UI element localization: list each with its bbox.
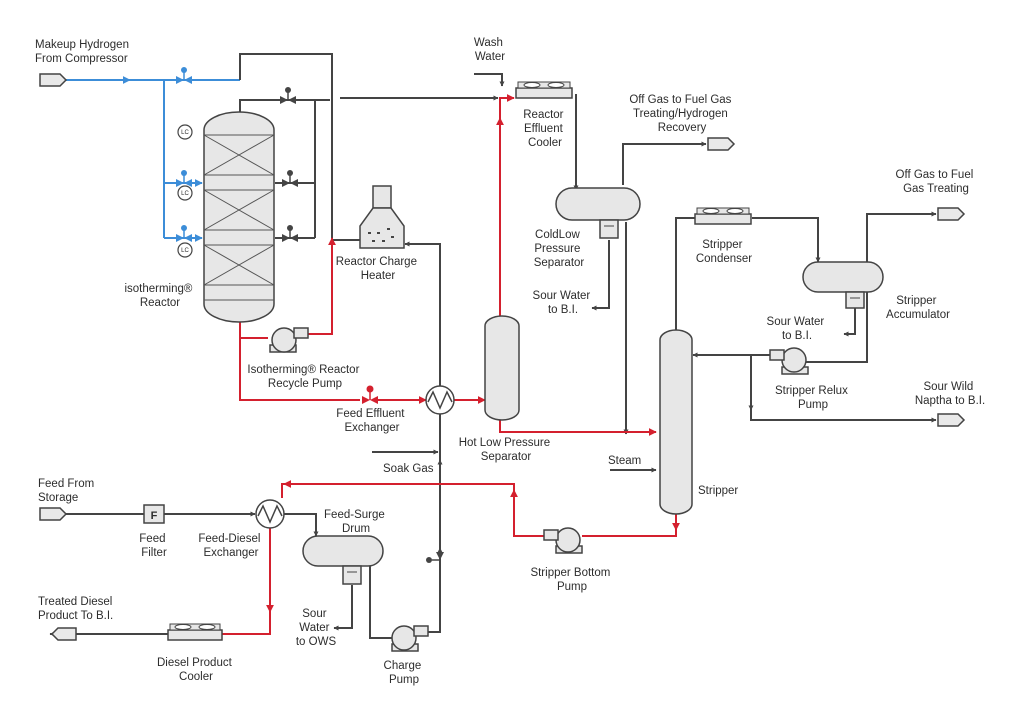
svg-text:LC: LC: [181, 248, 189, 254]
diesel-product-cooler: [167, 623, 223, 641]
off-gas-hydrogen-outlet: [707, 137, 736, 151]
label-isotherming-reactor: isotherming® Reactor: [124, 283, 195, 309]
isotherming-recycle-pump: [269, 327, 309, 353]
label-sour-wild-naptha: Sour Wild Naptha to B.I.: [915, 381, 985, 407]
hot-low-pressure-separator: [484, 315, 520, 421]
label-feed-from-storage: Feed From Storage: [38, 478, 97, 504]
label-feed-surge-drum: Feed-Surge Drum: [324, 509, 388, 535]
label-treated-diesel: Treated Diesel Product To B.I.: [38, 596, 116, 622]
level-controller-3: LC: [177, 242, 193, 258]
label-soak-gas: Soak Gas: [383, 463, 434, 475]
reactor-effluent-cooler: [515, 81, 573, 99]
isotherming-reactor: [203, 111, 275, 323]
label-stripper: Stripper: [698, 485, 738, 497]
hydrogen-valve-low: [176, 225, 192, 242]
label-feed-effluent-exchanger: Feed Effluent Exchanger: [336, 408, 407, 434]
stripper-relux-pump: [769, 347, 809, 375]
feed-surge-drum: [302, 535, 384, 585]
makeup-hydrogen-inlet: [39, 73, 68, 87]
label-steam: Steam: [608, 455, 641, 467]
hot-lines: [220, 94, 680, 635]
feed-diesel-exchanger: [255, 499, 285, 529]
svg-text:F: F: [151, 510, 158, 522]
reactor-charge-heater: [359, 185, 405, 249]
label-recycle-pump: Isotherming® Reactor Recycle Pump: [247, 364, 362, 390]
sour-naphtha-outlet: [937, 413, 966, 427]
svg-text:LC: LC: [181, 191, 189, 197]
off-gas-fuel-outlet: [937, 207, 966, 221]
stripper-column: [659, 329, 693, 515]
hydrogen-valve-main: [176, 67, 192, 84]
stripper-bottom-pump: [543, 527, 583, 554]
stripper-condenser: [694, 207, 752, 225]
level-controller-2: LC: [177, 185, 193, 201]
charge-line-valve: [426, 552, 444, 563]
label-sour-water-ows: Sour Water to OWS: [296, 608, 337, 648]
label-stripper-accumulator: Stripper Accumulator: [886, 295, 950, 321]
label-reactor-charge-heater: Reactor Charge Heater: [336, 256, 420, 282]
quench-valve-mid: [282, 170, 298, 187]
label-stripper-condenser: Stripper Condenser: [696, 239, 752, 265]
label-sour-water-bi-1: Sour Water to B.I.: [533, 290, 594, 316]
feed-filter: F: [143, 504, 165, 524]
feed-effluent-exchanger: [425, 385, 455, 415]
label-makeup-hydrogen: Makeup Hydrogen From Compressor: [35, 39, 132, 65]
svg-text:LC: LC: [181, 130, 189, 136]
level-controller-1: LC: [177, 124, 193, 140]
feed-from-storage-inlet: [39, 507, 68, 521]
cold-low-pressure-separator: [555, 187, 641, 239]
label-sour-water-bi-2: Sour Water to B.I.: [767, 316, 828, 342]
label-charge-pump: Charge Pump: [384, 660, 425, 686]
quench-valve-low: [282, 225, 298, 242]
label-cold-low-pressure-separator: ColdLow Pressure Separator: [534, 229, 585, 269]
label-hot-low-pressure-separator: Hot Low Pressure Separator: [459, 437, 554, 463]
label-stripper-bottom-pump: Stripper Bottom Pump: [530, 567, 613, 593]
label-feed-diesel-exchanger: Feed-Diesel Exchanger: [198, 533, 263, 559]
label-feed-filter: Feed Filter: [139, 533, 168, 559]
label-off-gas-fuel: Off Gas to Fuel Gas Treating: [896, 169, 977, 195]
quench-valve-top: [280, 87, 296, 104]
recycle-control-valve: [362, 385, 378, 404]
charge-pump: [391, 625, 429, 652]
label-stripper-relux-pump: Stripper Relux Pump: [775, 385, 851, 411]
hydrogen-valve-mid: [176, 170, 192, 187]
treated-diesel-outlet: [50, 627, 77, 641]
stripper-accumulator: [802, 261, 884, 309]
label-wash-water: Wash Water: [474, 37, 506, 63]
label-reactor-effluent-cooler: Reactor Effluent Cooler: [523, 109, 566, 149]
label-off-gas-hydrogen: Off Gas to Fuel Gas Treating/Hydrogen Re…: [629, 94, 734, 134]
label-diesel-product-cooler: Diesel Product Cooler: [157, 657, 235, 683]
